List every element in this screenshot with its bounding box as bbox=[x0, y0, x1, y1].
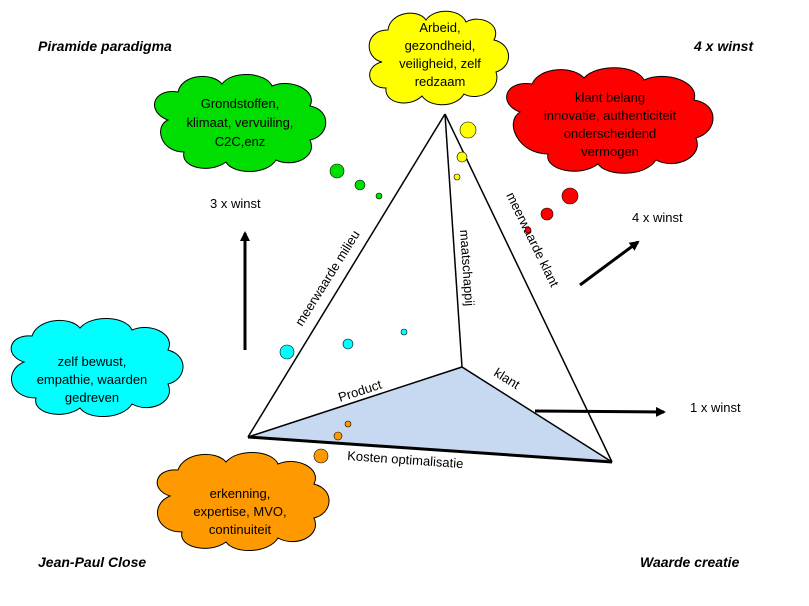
thought-bubble-cyan-2 bbox=[342, 338, 354, 350]
cloud-yellow-shape bbox=[368, 10, 509, 106]
pyramid-base bbox=[247, 366, 613, 463]
thought-bubble-orange-2 bbox=[333, 431, 343, 441]
cloud-orange-line-3: continuiteit bbox=[209, 522, 272, 537]
pyramid-edge-left bbox=[247, 113, 446, 438]
pyramid-edge-middle bbox=[444, 113, 463, 368]
cloud-yellow-line-1: Arbeid, bbox=[419, 20, 460, 35]
cloud-red-line-1: klant belang bbox=[575, 90, 645, 105]
thought-bubble-red-3 bbox=[524, 226, 532, 234]
cloud-orange-line-1: erkenning, bbox=[210, 486, 271, 501]
thought-bubble-orange-3 bbox=[344, 420, 352, 428]
cloud-green-line-2: klimaat, vervuiling, bbox=[187, 115, 294, 130]
thought-bubble-yellow-2 bbox=[456, 151, 468, 163]
cloud-green-line-3: C2C,enz bbox=[215, 134, 266, 149]
title-waarde-creatie: Waarde creatie bbox=[640, 554, 740, 570]
thought-bubble-green-2 bbox=[354, 179, 366, 191]
thought-bubble-red-1 bbox=[561, 187, 579, 205]
cloud-yellow: Arbeid, gezondheid, veiligheid, zelf red… bbox=[368, 10, 509, 106]
cloud-yellow-line-4: redzaam bbox=[415, 74, 466, 89]
win-label-4x: 4 x winst bbox=[632, 210, 683, 225]
thought-bubble-yellow-3 bbox=[453, 173, 461, 181]
title-piramide-paradigma: Piramide paradigma bbox=[38, 38, 172, 54]
arrow-diagonal bbox=[579, 240, 640, 287]
cloud-orange: erkenning, expertise, MVO, continuiteit bbox=[156, 451, 330, 552]
cloud-cyan: zelf bewust, empathie, waarden gedreven bbox=[10, 317, 184, 418]
cloud-orange-line-2: expertise, MVO, bbox=[193, 504, 286, 519]
arrow-right bbox=[534, 406, 666, 417]
cloud-red-line-2: innovatie, authenticiteit bbox=[544, 108, 677, 123]
cloud-red-line-3: onderscheidend bbox=[564, 126, 657, 141]
win-label-3x: 3 x winst bbox=[210, 196, 261, 211]
title-4x-winst: 4 x winst bbox=[694, 38, 754, 54]
cloud-cyan-line-2: empathie, waarden bbox=[37, 372, 148, 387]
cloud-yellow-line-3: veiligheid, zelf bbox=[399, 56, 481, 71]
author-name: Jean-Paul Close bbox=[38, 554, 147, 570]
thought-bubble-yellow-1 bbox=[459, 121, 477, 139]
cloud-cyan-line-3: gedreven bbox=[65, 390, 119, 405]
thought-bubble-orange-1 bbox=[313, 448, 329, 464]
thought-bubble-green-1 bbox=[329, 163, 345, 179]
thought-bubble-cyan-3 bbox=[400, 328, 408, 336]
cloud-red: klant belang innovatie, authenticiteit o… bbox=[506, 67, 714, 174]
thought-bubble-green-3 bbox=[375, 192, 383, 200]
pyramid-front-edge bbox=[247, 435, 613, 464]
cloud-red-line-4: vermogen bbox=[581, 144, 639, 159]
pyramid-edge-right bbox=[444, 113, 613, 463]
cloud-cyan-shape bbox=[10, 317, 184, 418]
edge-label-milieu: meerwaarde milieu bbox=[292, 228, 363, 329]
thought-bubble-red-2 bbox=[540, 207, 554, 221]
edge-label-klant: meerwaarde klant bbox=[503, 190, 562, 290]
cloud-red-shape bbox=[506, 67, 714, 174]
edge-label-maatschappij: maatschappij bbox=[457, 229, 477, 307]
cloud-orange-shape bbox=[156, 451, 330, 552]
cloud-green-shape bbox=[154, 73, 327, 172]
thought-bubble-cyan-1 bbox=[279, 344, 295, 360]
cloud-cyan-line-1: zelf bewust, bbox=[58, 354, 127, 369]
win-label-1x: 1 x winst bbox=[690, 400, 741, 415]
cloud-green: Grondstoffen, klimaat, vervuiling, C2C,e… bbox=[154, 73, 327, 172]
cloud-yellow-line-2: gezondheid, bbox=[405, 38, 476, 53]
cloud-green-line-1: Grondstoffen, bbox=[201, 96, 280, 111]
